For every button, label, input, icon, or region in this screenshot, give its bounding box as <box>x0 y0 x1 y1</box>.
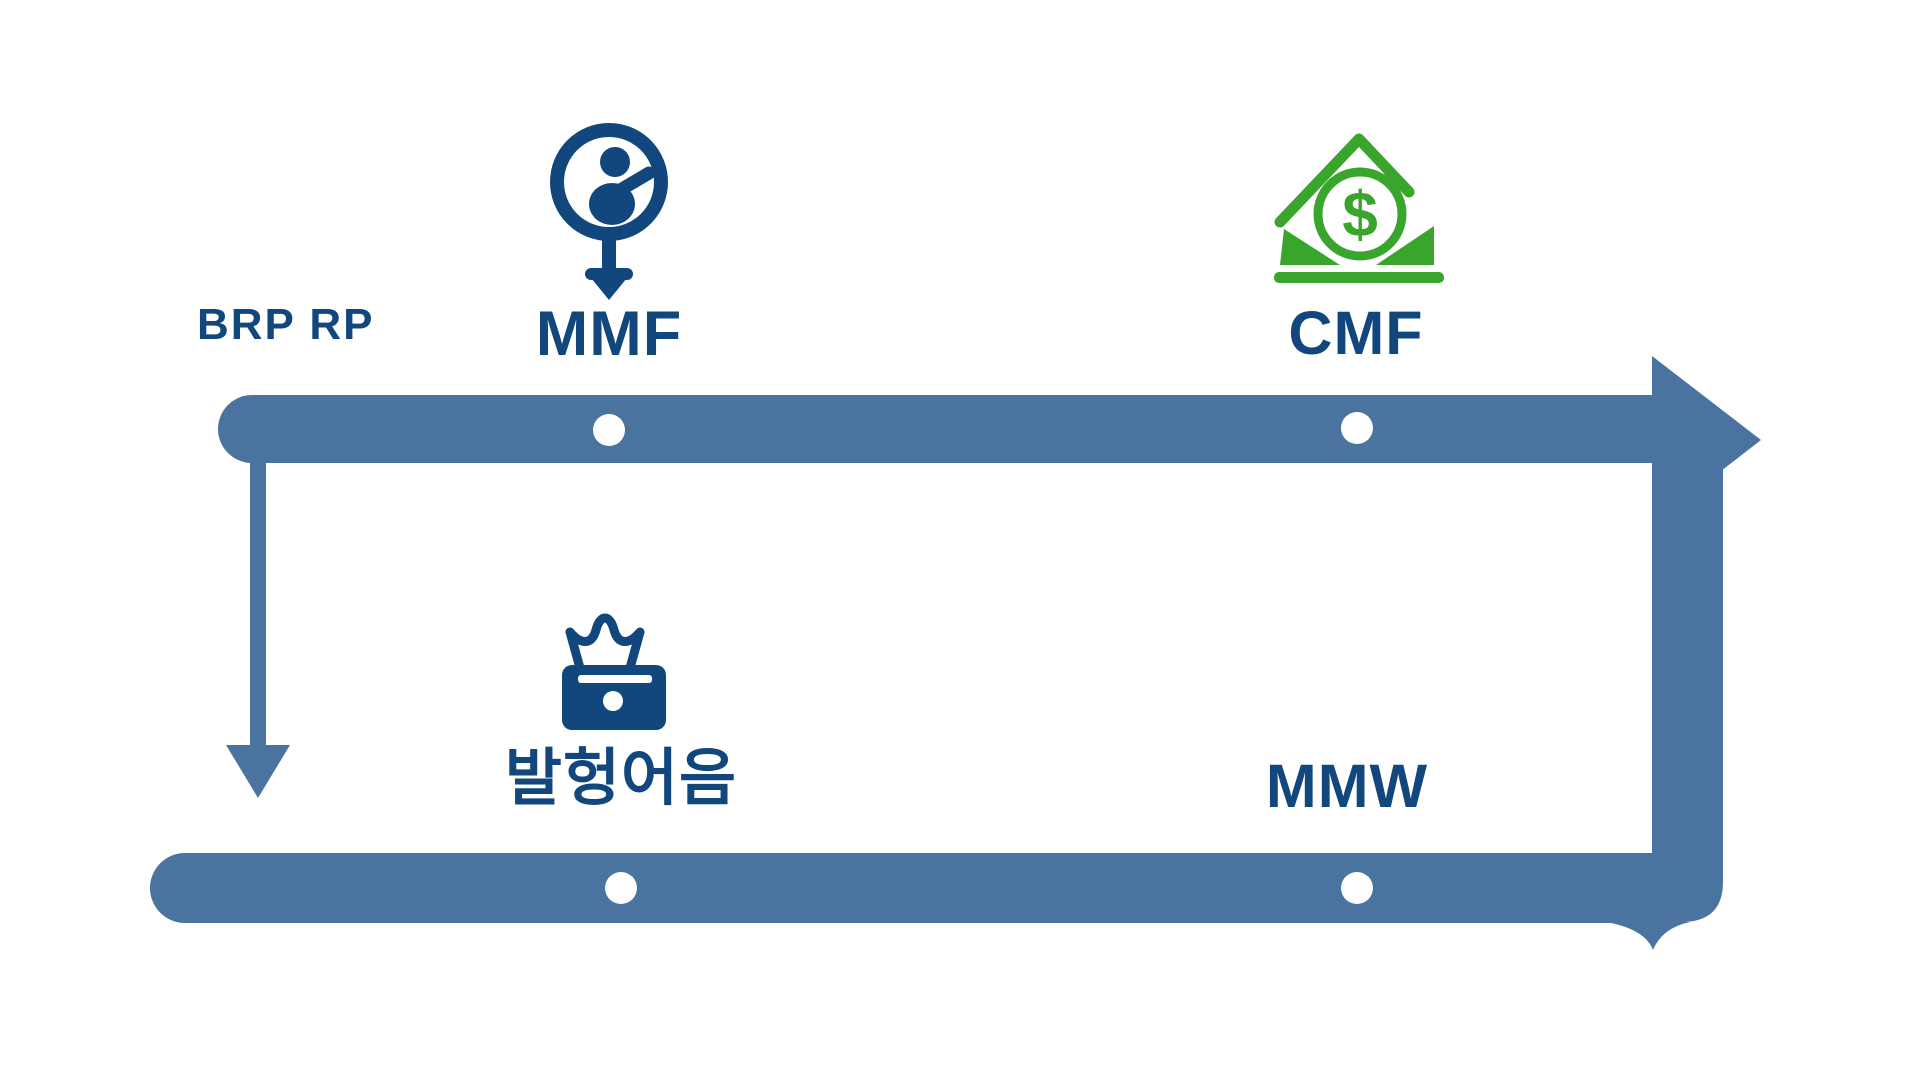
person-circle-pin-icon <box>545 118 673 303</box>
node-dot-mmf <box>593 414 625 446</box>
bottom-corner-tail <box>1606 922 1690 950</box>
down-arrowhead-icon <box>226 745 290 798</box>
branch-label-brp-rp: BRP RP <box>197 300 375 349</box>
right-arrowhead-icon <box>1652 356 1761 478</box>
right-flow-column <box>1652 430 1723 922</box>
down-branch-stem <box>250 455 266 747</box>
bottom-flow-bar <box>150 853 1695 923</box>
node-dot-cmf <box>1341 412 1373 444</box>
node-label-mmw: MMW <box>1265 752 1429 820</box>
node-dot-mmw <box>1341 872 1373 904</box>
dollar-house-icon: $ <box>1272 132 1452 290</box>
svg-text:$: $ <box>1342 178 1378 250</box>
node-label-mmf: MMF <box>535 299 683 369</box>
node-label-balhaeng-eoeum: 발헝어음 <box>504 744 738 813</box>
node-dot-bal <box>605 872 637 904</box>
node-label-cmf: CMF <box>1288 299 1424 367</box>
crown-wallet-icon <box>548 602 668 737</box>
top-flow-bar <box>218 395 1700 463</box>
